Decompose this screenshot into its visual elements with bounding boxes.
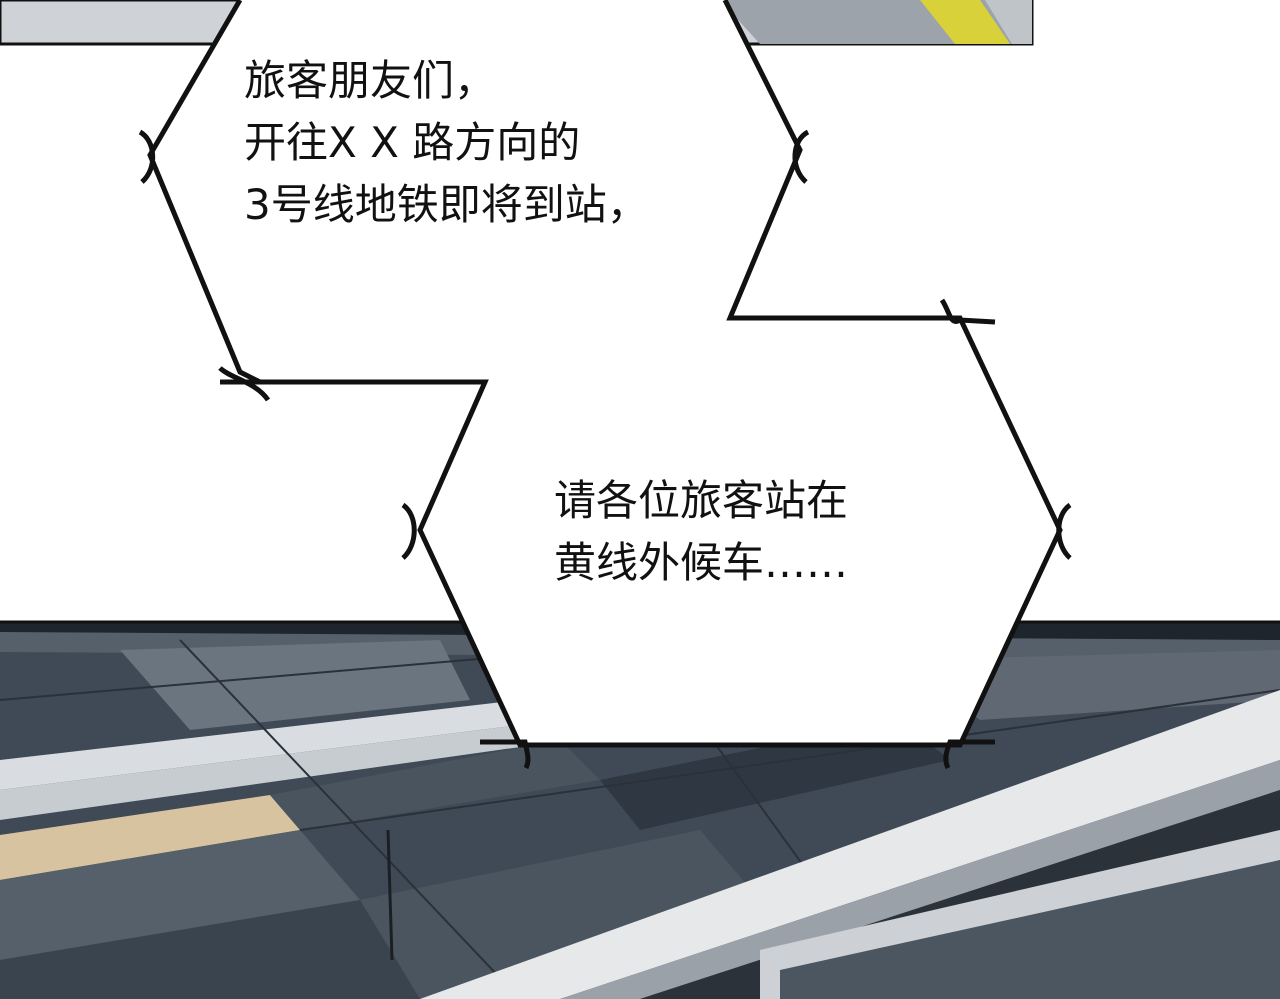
dialogue-line: 请各位旅客站在 xyxy=(554,476,849,525)
warm-light-panel xyxy=(0,795,300,880)
dialogue-line: 黄线外候车…… xyxy=(554,538,849,587)
dialogue-line: 开往X X 路方向的 xyxy=(244,118,581,167)
speech-bubble-2-text: 请各位旅客站在 黄线外候车…… xyxy=(554,470,848,594)
speech-bubble-1-text: 旅客朋友们， 开往X X 路方向的 3号线地铁即将到站， xyxy=(244,50,649,236)
safety-line xyxy=(920,0,1010,44)
handrail xyxy=(420,690,1280,999)
speech-bubble-1 xyxy=(138,0,1072,770)
dialogue-line: 旅客朋友们， xyxy=(244,56,497,105)
dialogue-line: 3号线地铁即将到站， xyxy=(244,180,649,229)
